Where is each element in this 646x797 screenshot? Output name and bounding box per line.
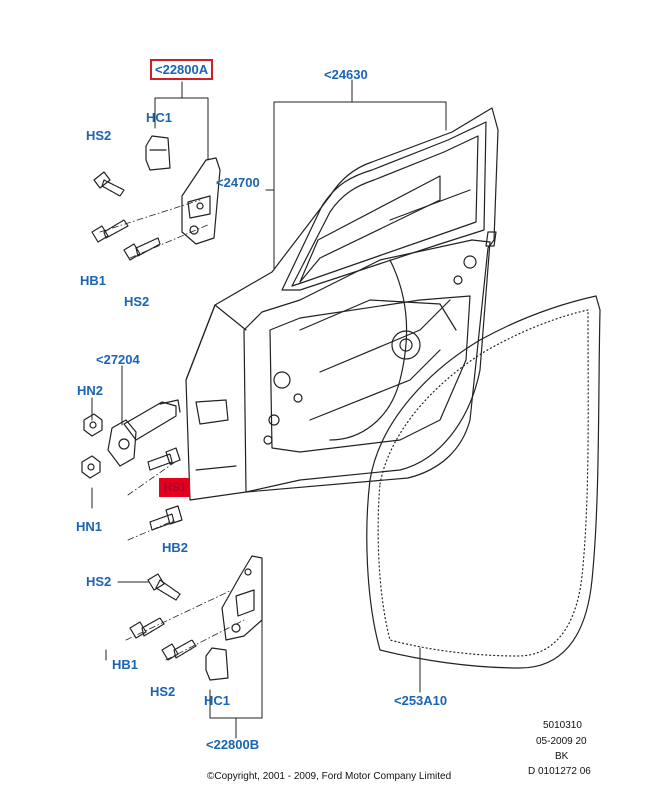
callout-hc1-top[interactable]: HC1 — [146, 110, 173, 125]
door-check-drawing — [81, 399, 183, 531]
illustration-reference: D 0101272 06 — [528, 766, 591, 777]
illustration-number: 5010310 — [543, 720, 582, 731]
callout-22800a[interactable]: <22800A — [150, 59, 214, 80]
callout-27204[interactable]: <27204 — [96, 352, 140, 367]
callout-hc1-bottom[interactable]: HC1 — [204, 693, 231, 708]
copyright-notice: ©Copyright, 2001 - 2009, Ford Motor Comp… — [207, 771, 452, 782]
illustration-code: BK — [555, 751, 569, 762]
callout-hs2-bottom[interactable]: HS2 — [150, 684, 176, 699]
callout-hs2-low[interactable]: HS2 — [86, 574, 112, 589]
callout-22800b[interactable]: <22800B — [206, 737, 260, 752]
door-seal-drawing — [366, 295, 601, 669]
callout-hb1-low[interactable]: HB1 — [112, 657, 139, 672]
callout-hs2-mid[interactable]: HS2 — [124, 294, 150, 309]
door-shell-drawing — [185, 107, 499, 501]
callout-24700[interactable]: <24700 — [216, 175, 260, 190]
callout-hn2[interactable]: HN2 — [77, 383, 104, 398]
callout-253a10[interactable]: <253A10 — [394, 693, 448, 708]
lower-hinge-drawing — [129, 555, 263, 681]
callout-24630[interactable]: <24630 — [324, 67, 368, 82]
leader-lines — [91, 79, 447, 739]
callout-hb1-top[interactable]: HB1 — [80, 273, 107, 288]
callout-hb2[interactable]: HB2 — [162, 540, 189, 555]
alignment-lines — [99, 199, 245, 661]
upper-hinge-drawing — [91, 135, 221, 261]
callout-hn1[interactable]: HN1 — [76, 519, 103, 534]
callout-hs1-highlighted[interactable]: HS1 — [159, 478, 191, 497]
illustration-date: 05-2009 20 — [536, 736, 587, 747]
callout-hs2-top[interactable]: HS2 — [86, 128, 112, 143]
